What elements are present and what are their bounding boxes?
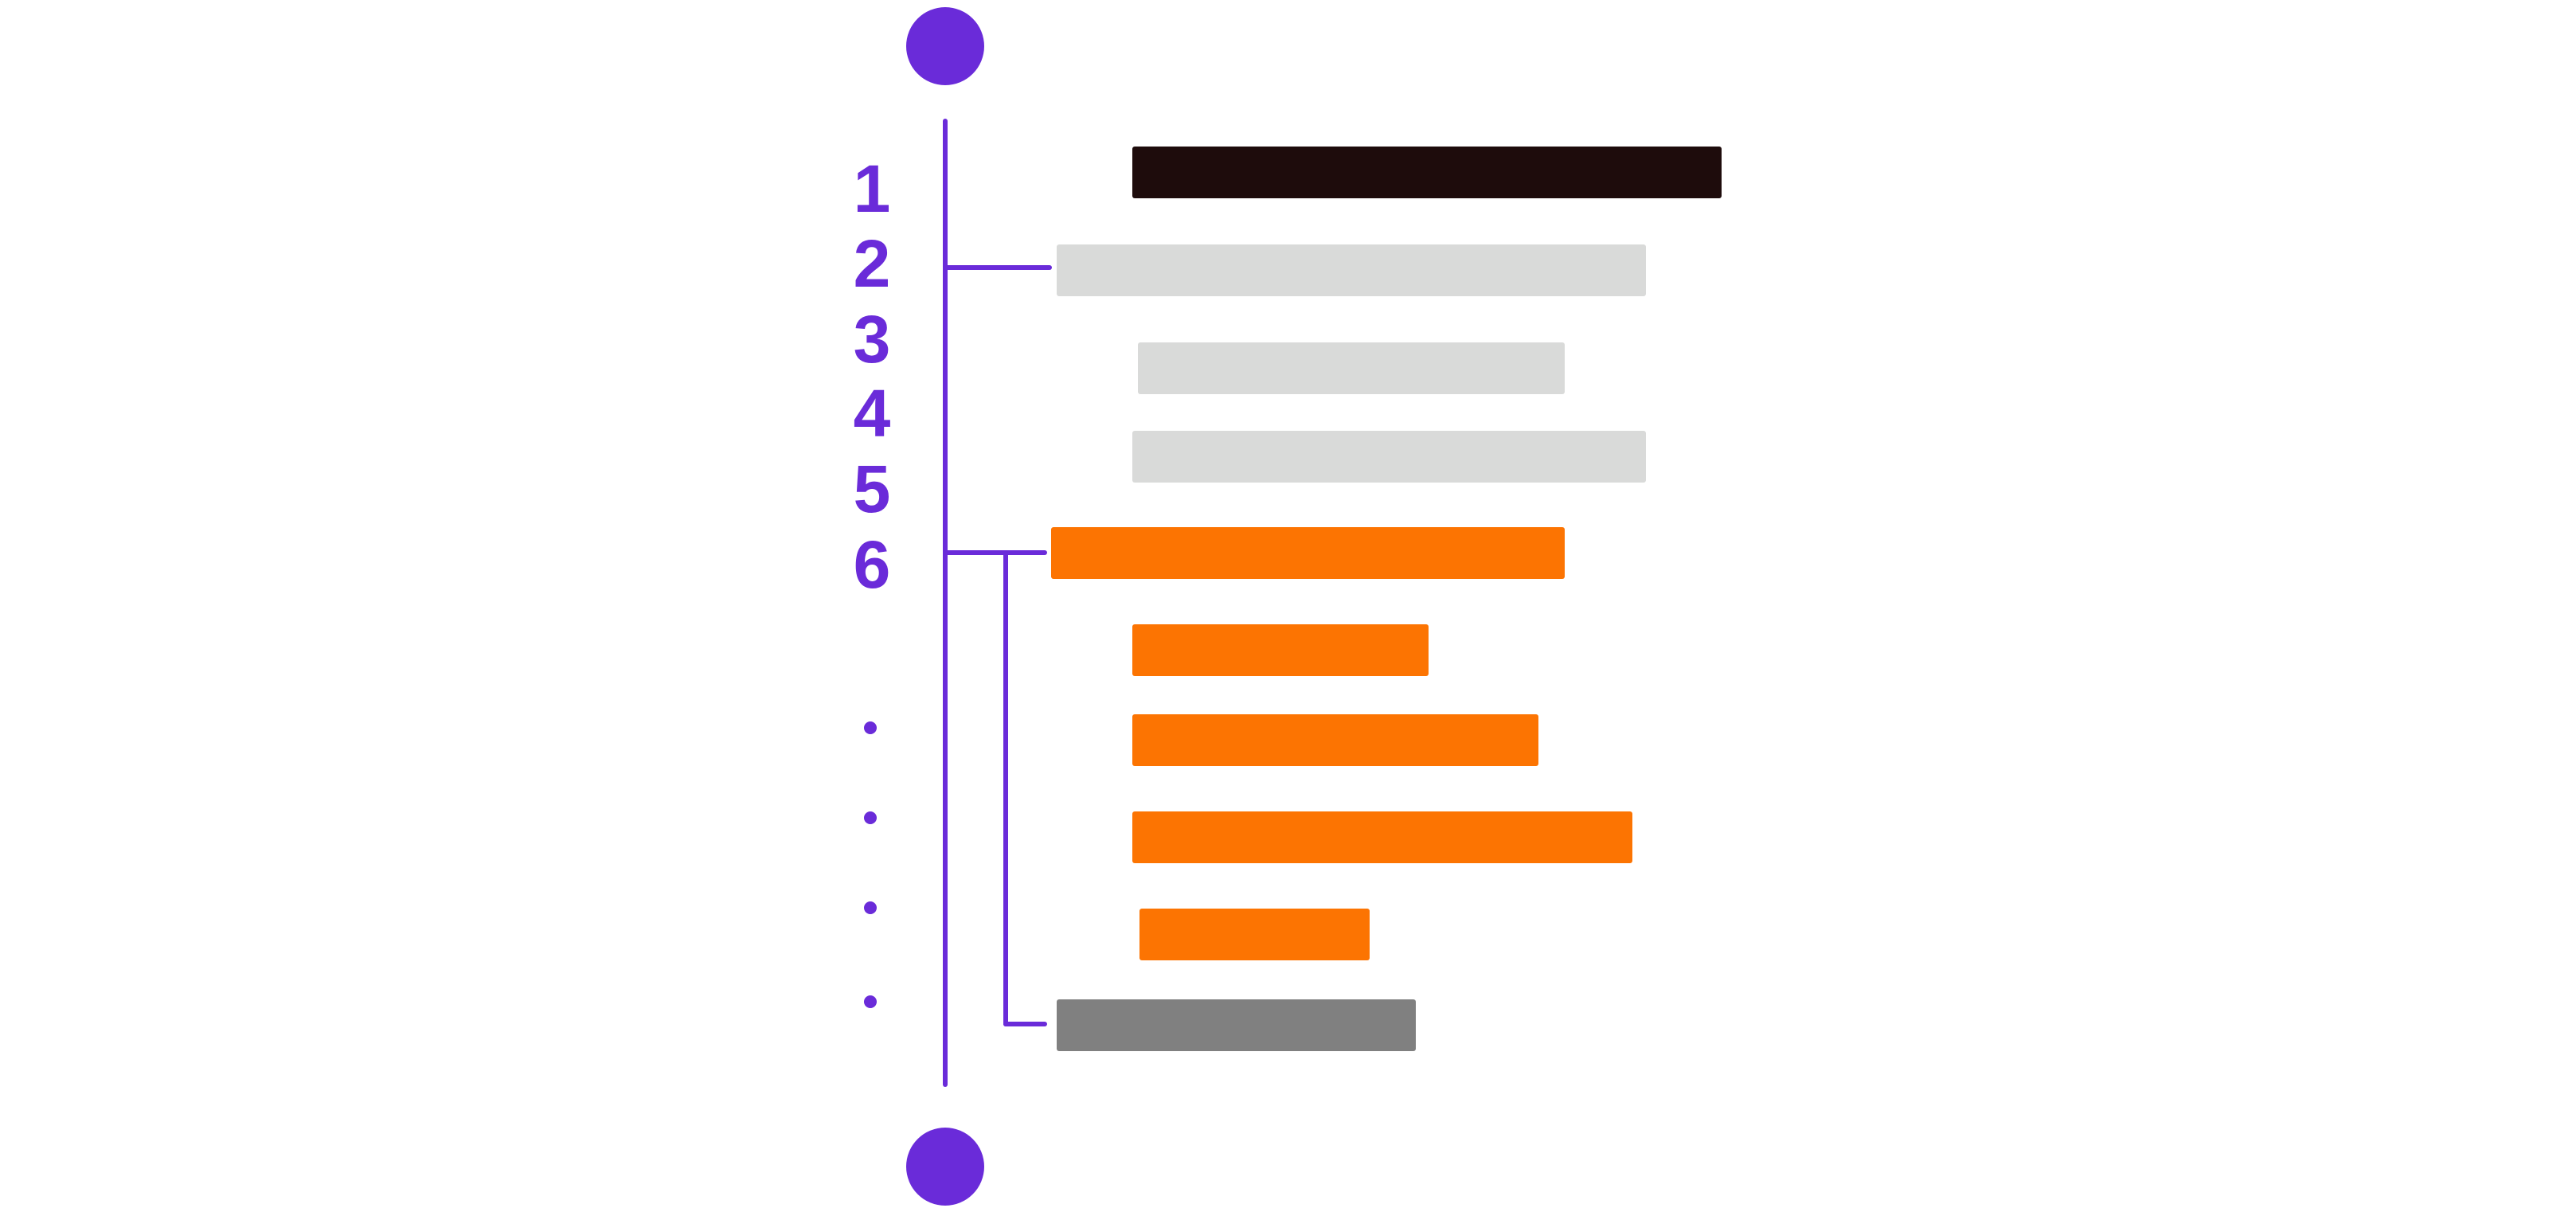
- code-line-bar: [1132, 147, 1722, 198]
- continuation-dot: [864, 721, 877, 734]
- line-number: 3: [854, 302, 891, 377]
- code-line-bar: [1132, 811, 1632, 863]
- code-line-bar: [1057, 244, 1646, 296]
- code-line-bar: [1132, 714, 1538, 766]
- top-terminal-dot: [906, 7, 984, 85]
- continuation-dot: [864, 811, 877, 824]
- code-line-bar: [1132, 624, 1429, 676]
- line-number: 2: [854, 226, 891, 301]
- continuation-dot: [864, 901, 877, 914]
- code-line-bar: [1051, 527, 1565, 579]
- line-number: 6: [854, 527, 891, 602]
- line-number: 5: [854, 452, 891, 526]
- continuation-dot: [864, 995, 877, 1008]
- line-number: 1: [854, 151, 891, 226]
- line-number: 4: [854, 376, 891, 451]
- code-line-bar: [1139, 909, 1370, 960]
- code-line-bar: [1132, 431, 1646, 483]
- code-line-bar: [1138, 342, 1565, 394]
- code-line-bar: [1057, 999, 1416, 1051]
- bottom-terminal-dot: [906, 1128, 984, 1206]
